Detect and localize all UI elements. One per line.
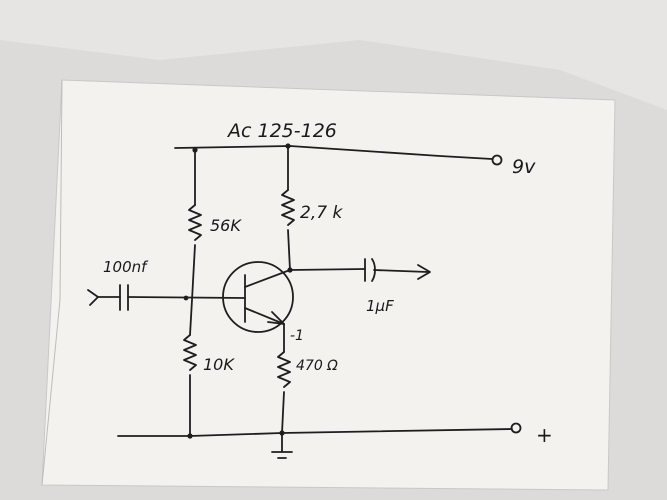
- resistor-10k: [183, 334, 197, 371]
- output-arrow: [417, 264, 431, 280]
- ground-symbol: [271, 432, 293, 459]
- resistor-56k-label: 56K: [210, 216, 242, 235]
- emitter-mark-label: -1: [290, 328, 304, 344]
- supply-rail: [174, 145, 493, 160]
- capacitor-100nf: [119, 284, 129, 311]
- resistor-2-7k: [281, 189, 295, 226]
- positive-sign: +: [536, 423, 553, 447]
- resistor-56k: [188, 204, 202, 241]
- transistor-label: Ac 125-126: [226, 120, 337, 142]
- resistor-10k-label: 10K: [203, 355, 235, 374]
- ground-terminal: [510, 422, 522, 434]
- capacitor-100nf-label: 100nf: [103, 258, 149, 276]
- resistor-2-7k-label: 2,7 k: [300, 203, 343, 223]
- paper-sheet: [41, 79, 616, 491]
- ground-rail: [117, 428, 513, 437]
- resistor-470-label: 470 Ω: [296, 358, 338, 374]
- supply-label: 9v: [512, 156, 536, 178]
- input-arrow: [87, 289, 99, 306]
- transistor-symbol: [222, 261, 294, 333]
- resistor-470: [277, 351, 291, 388]
- supply-terminal: [491, 154, 503, 166]
- capacitor-1uf-label: 1µF: [366, 297, 394, 315]
